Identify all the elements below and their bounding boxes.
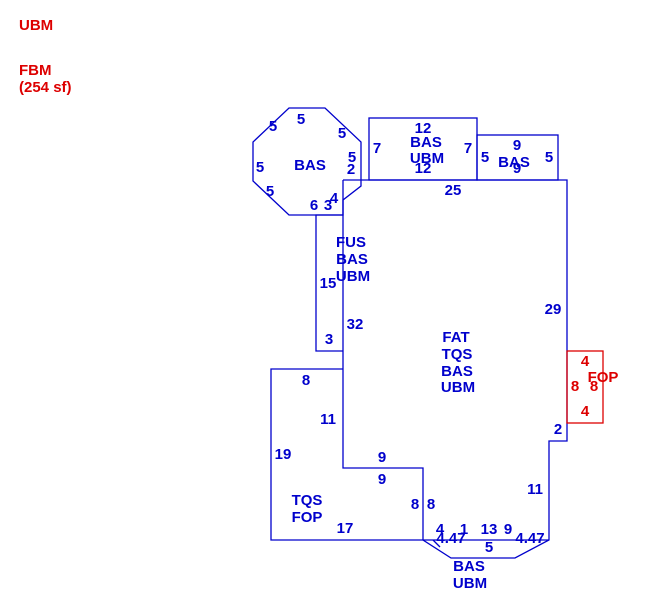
bottom-bay-dim-447-right: 4.47 [515,530,544,547]
octagon-note-6: 6 [310,197,318,214]
main-dim-right: 29 [545,301,562,318]
fop-left-dim-top: 8 [302,372,310,389]
octagon-dim-bottom-left: 5 [266,183,274,200]
fus-dim-side: 15 [320,275,337,292]
fus-dim-inner: 32 [347,316,364,333]
main-code-3: BAS [441,363,473,380]
bottom-bay-dim-1: 1 [460,521,468,538]
main-code-4: UBM [441,379,475,396]
fus-code-3: UBM [336,268,370,285]
fop-right-dim-bottom: 4 [581,403,590,420]
main-code-1: FAT [442,329,469,346]
fop-left-dim-side: 11 [320,411,336,428]
fop-left-dim-left: 19 [275,446,292,463]
bottom-bay-left-diagonal [432,539,441,548]
inner-step-dim-c: 8 [411,496,419,513]
fus-dim-bottom: 3 [325,331,333,348]
right-top-box-dim-left: 5 [481,149,489,166]
right-top-box-dim-bottom: 9 [513,160,521,177]
fop-left-dim-bottom: 17 [337,520,354,537]
fop-left-code-1: TQS [292,492,323,509]
octagon-dim-top-left: 5 [269,118,277,135]
main-dim-right-low: 11 [527,481,543,498]
top-box-dim-left: 7 [373,140,381,157]
bottom-bay-dim-447-left: 4.47 [436,530,465,547]
bottom-bay-dim-13: 13 [481,521,498,538]
legend-area-code: FBM [19,62,52,79]
bottom-bay-dim-9: 9 [504,521,512,538]
octagon-dim-left: 5 [256,159,264,176]
bottom-bay-code-1: BAS [453,558,485,575]
right-top-box-dim-top: 9 [513,137,521,154]
legend-area-value: (254 sf) [19,79,72,96]
top-box-dim-bottom: 12 [415,160,432,177]
main-code-2: TQS [442,346,473,363]
inner-step-dim-a: 9 [378,449,386,466]
fop-right-code: FOP [588,369,619,386]
octagon-dim-top-right: 5 [338,125,346,142]
fop-right-dim-right: 8 [590,378,598,395]
octagon-code: BAS [294,157,326,174]
octagon-note-4: 4 [330,190,339,207]
bottom-bay-code-2: UBM [453,575,487,592]
fop-left-code-2: FOP [292,509,323,526]
right-top-box-dim-right: 5 [545,149,553,166]
legend-title: UBM [19,17,54,34]
top-box-code-1: BAS [410,134,442,151]
top-box-code-2: UBM [410,150,444,167]
inner-step-dim-b: 9 [378,471,386,488]
main-dim-notch: 2 [554,421,562,438]
octagon-note-2: 2 [347,161,355,178]
fus-code-2: BAS [336,251,368,268]
octagon-dim-right: 5 [348,149,356,166]
top-box-dim-right: 7 [464,140,472,157]
fop-left-outline [270,368,423,541]
fop-right-dim-left: 8 [571,378,579,395]
bottom-bay-dim-5: 5 [485,539,493,556]
fus-outline [315,214,343,352]
fop-right-dim-top: 4 [581,353,590,370]
fus-code-1: FUS [336,234,366,251]
main-dim-top: 25 [445,182,462,199]
right-top-box-code: BAS [498,154,530,171]
octagon-dim-top: 5 [297,111,305,128]
inner-step-dim-d: 8 [427,496,435,513]
octagon-note-3: 3 [324,197,332,214]
bottom-bay-dim-4: 4 [436,521,445,538]
fop-right-outline [566,350,604,424]
top-box-dim-top: 12 [415,120,432,137]
